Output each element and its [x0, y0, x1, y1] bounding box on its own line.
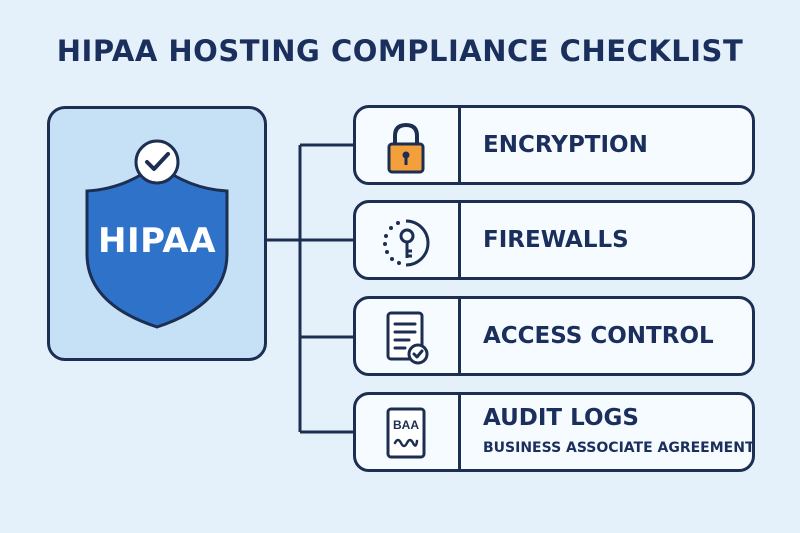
page-title: HIPAA HOSTING COMPLIANCE CHECKLIST — [56, 34, 744, 68]
padlock-icon — [387, 122, 425, 174]
card-divider — [458, 299, 461, 373]
shield-label: HIPAA — [97, 221, 217, 261]
checklist-item-firewalls: FIREWALLS — [353, 200, 755, 280]
check-circle-icon — [134, 139, 180, 185]
item-label: AUDIT LOGS — [483, 405, 639, 431]
checklist-item-encryption: ENCRYPTION — [353, 105, 755, 185]
hipaa-shield-panel: HIPAA — [47, 106, 267, 361]
card-divider — [458, 108, 461, 182]
key-icon — [383, 219, 430, 267]
item-label: ACCESS CONTROL — [483, 323, 714, 349]
card-divider — [458, 395, 461, 469]
card-divider — [458, 203, 461, 277]
item-label: ENCRYPTION — [483, 132, 648, 158]
item-label: FIREWALLS — [483, 227, 629, 253]
checklist-item-audit-logs: BAA AUDIT LOGS BUSINESS ASSOCIATE AGREEM… — [353, 392, 755, 472]
document-check-icon — [386, 311, 429, 365]
svg-text:BAA: BAA — [393, 418, 419, 432]
baa-document-icon: BAA — [386, 407, 426, 459]
shield-icon — [85, 139, 229, 329]
checklist-item-access-control: ACCESS CONTROL — [353, 296, 755, 376]
item-sublabel: BUSINESS ASSOCIATE AGREEMENT — [483, 440, 755, 456]
